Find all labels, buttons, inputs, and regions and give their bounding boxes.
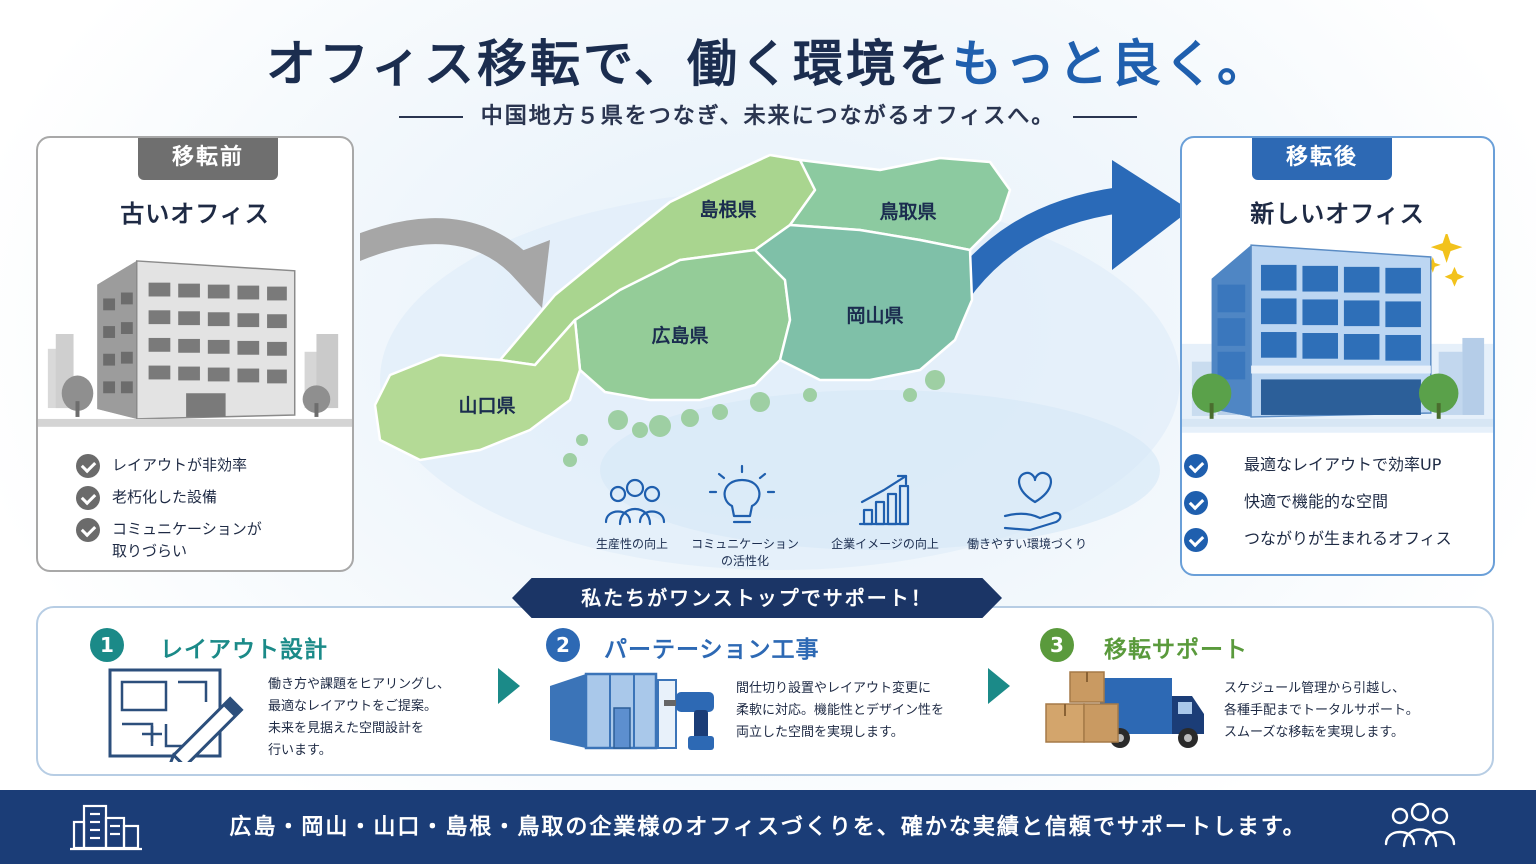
new-building-icon — [1182, 234, 1493, 433]
before-panel: 移転前 古いオフィス レイアウトが非効率 老朽化した設備 コミュニケ — [36, 136, 354, 572]
before-issues-list: レイアウトが非効率 老朽化した設備 コミュニケーションが取りづらい — [38, 454, 352, 570]
list-item: コミュニケーションが取りづらい — [76, 518, 352, 562]
support-steps-panel: 1 レイアウト設計 働き方や課題をヒアリングし、最適なレイアウトをご提案。未来を… — [36, 606, 1494, 776]
hiroshima-label: 広島県 — [651, 324, 708, 347]
step-2-description: 間仕切り設置やレイアウト変更に柔軟に対応。機能性とデザイン性を両立した空間を実現… — [736, 681, 945, 740]
step-3-number: 3 — [1040, 628, 1074, 662]
page-title: オフィス移転で、働く環境をもっと良く。 — [266, 35, 1270, 93]
lightbulb-icon — [708, 464, 776, 524]
check-icon — [1184, 491, 1208, 515]
yamaguchi-prefecture — [373, 318, 582, 462]
after-title: 新しいオフィス — [1250, 200, 1425, 228]
step-2-title: パーテーション工事 — [604, 637, 820, 663]
step-2-number: 2 — [546, 628, 580, 662]
after-benefits-list: 最適なレイアウトで効率UP 快適で機能的な空間 つながりが生まれるオフィス — [1182, 454, 1493, 565]
shimane-label: 島根県 — [699, 198, 756, 221]
subtitle-rule-left — [398, 116, 463, 118]
blueprint-pencil-icon — [108, 668, 244, 762]
yamaguchi-label: 山口県 — [458, 395, 515, 417]
check-icon — [76, 454, 100, 478]
footer-bar: 広島・岡山・山口・島根・鳥取の企業様のオフィスづくりを、確かな実績と信頼でサポー… — [0, 790, 1536, 864]
list-item: レイアウトが非効率 — [76, 454, 352, 478]
heart-hand-icon — [1003, 471, 1062, 532]
before-badge: 移転前 — [138, 138, 278, 180]
partition-drill-icon — [550, 672, 714, 750]
step-1-title: レイアウト設計 — [160, 637, 328, 663]
list-item: つながりが生まれるオフィス — [1184, 528, 1493, 552]
benefit-corporate-image: 企業イメージの向上 — [831, 537, 939, 551]
step-3-description: スケジュール管理から引越し、各種手配までトータルサポート。スムーズな移転を実現し… — [1224, 681, 1419, 740]
check-icon — [76, 486, 100, 510]
city-buildings-icon — [70, 804, 142, 851]
list-item: 老朽化した設備 — [76, 486, 352, 510]
step-3-title: 移転サポート — [1104, 637, 1248, 663]
benefit-work-environment: 働きやすい環境づくり — [966, 537, 1087, 551]
before-arrow — [360, 218, 538, 283]
list-item: 最適なレイアウトで効率UP — [1184, 454, 1493, 478]
step-arrow-icon — [988, 668, 1010, 704]
list-item: 快適で機能的な空間 — [1184, 491, 1493, 515]
footer-message: 広島・岡山・山口・島根・鳥取の企業様のオフィスづくりを、確かな実績と信頼でサポー… — [229, 815, 1307, 840]
benefit-productivity: 生産性の向上 — [595, 537, 668, 551]
after-badge: 移転後 — [1252, 138, 1392, 180]
page-title-accent: もっと良く。 — [952, 35, 1270, 93]
check-icon — [1184, 454, 1208, 478]
moving-truck-icon — [1045, 671, 1204, 748]
old-building-icon — [38, 260, 352, 427]
check-icon — [76, 518, 100, 542]
one-stop-support-banner: 私たちがワンストップでサポート！ — [512, 578, 1002, 618]
chugoku-region-map: 島根県 鳥取県 広島県 岡山県 山口県 — [360, 153, 1180, 570]
okayama-label: 岡山県 — [846, 305, 903, 327]
bar-chart-icon — [858, 474, 910, 526]
step-arrow-icon — [498, 668, 520, 704]
tottori-prefecture — [788, 156, 1012, 252]
okayama-prefecture — [753, 223, 974, 382]
subtitle-rule-right — [1073, 116, 1138, 118]
after-panel: 移転後 新しいオフィス 最適なレイアウトで効率UP 快適で機能的な空間 つなが — [1180, 136, 1495, 576]
step-1-number: 1 — [90, 628, 124, 662]
step-1-description: 働き方や課題をヒアリングし、最適なレイアウトをご提案。未来を見据えた空間設計を行… — [268, 677, 451, 758]
benefit-communication: コミュニケーションの活性化 — [691, 537, 799, 568]
before-title: 古いオフィス — [120, 200, 270, 228]
team-people-icon — [1384, 802, 1456, 848]
people-icon — [604, 478, 666, 526]
check-icon — [1184, 528, 1208, 552]
page-subtitle: 中国地方５県をつなぎ、未来につながるオフィスへ。 — [0, 98, 1536, 130]
tottori-label: 鳥取県 — [879, 200, 936, 223]
